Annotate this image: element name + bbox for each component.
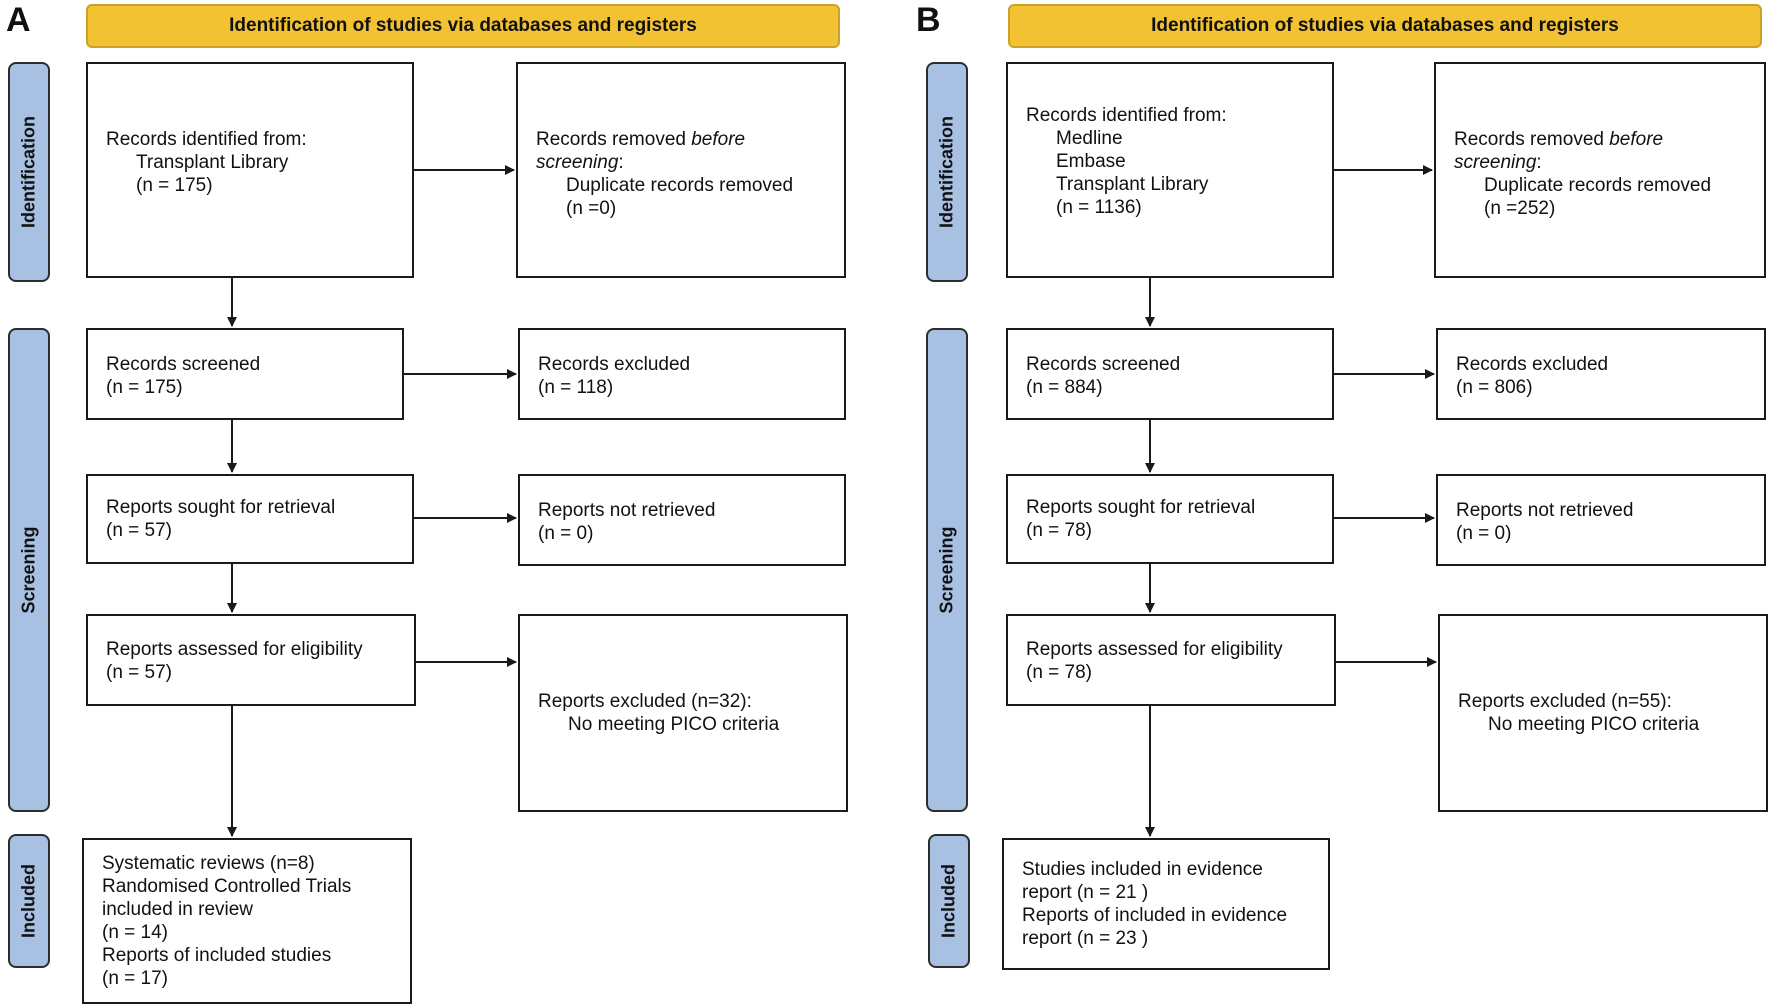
- panel-label: A: [6, 1, 31, 39]
- records-removed-box: Records removed before screening: Duplic…: [1434, 62, 1766, 278]
- panel-a: A Identification of studies via database…: [6, 1, 848, 1004]
- phase-included: Included: [928, 834, 970, 968]
- panel-header: Identification of studies via databases …: [1008, 4, 1762, 48]
- panel-header: Identification of studies via databases …: [86, 4, 840, 48]
- reports-not-retrieved-box: Reports not retrieved (n = 0): [518, 474, 846, 566]
- records-identified-box: Records identified from: Transplant Libr…: [86, 62, 414, 278]
- flow-arrows: [227, 165, 517, 837]
- records-excluded-box: Records excluded (n = 118): [518, 328, 846, 420]
- reports-excluded-box: Reports excluded (n=55): No meeting PICO…: [1438, 614, 1768, 812]
- panel-label: B: [916, 1, 941, 39]
- phase-identification: Identification: [926, 62, 968, 282]
- panel-b: B Identification of studies via database…: [916, 0, 1772, 1007]
- studies-included-box: Systematic reviews (n=8) Randomised Cont…: [82, 838, 412, 1004]
- records-excluded-box: Records excluded (n = 806): [1436, 328, 1766, 420]
- records-removed-box: Records removed before screening: Duplic…: [516, 62, 846, 278]
- records-identified-box: Records identified from: Medline Embase …: [1006, 62, 1334, 278]
- reports-sought-box: Reports sought for retrieval (n = 78): [1006, 474, 1334, 564]
- flow-arrows: [1145, 165, 1437, 837]
- studies-included-box: Studies included in evidence report (n =…: [1002, 838, 1330, 970]
- phase-included: Included: [8, 834, 50, 968]
- phase-screening: Screening: [8, 328, 50, 812]
- reports-sought-box: Reports sought for retrieval (n = 57): [86, 474, 414, 564]
- records-screened-box: Records screened (n = 884): [1006, 328, 1334, 420]
- phase-screening: Screening: [926, 328, 968, 812]
- records-screened-box: Records screened (n = 175): [86, 328, 404, 420]
- reports-assessed-box: Reports assessed for eligibility (n = 57…: [86, 614, 416, 706]
- phase-identification: Identification: [8, 62, 50, 282]
- reports-excluded-box: Reports excluded (n=32): No meeting PICO…: [518, 614, 848, 812]
- reports-assessed-box: Reports assessed for eligibility (n = 78…: [1006, 614, 1336, 706]
- reports-not-retrieved-box: Reports not retrieved (n = 0): [1436, 474, 1766, 566]
